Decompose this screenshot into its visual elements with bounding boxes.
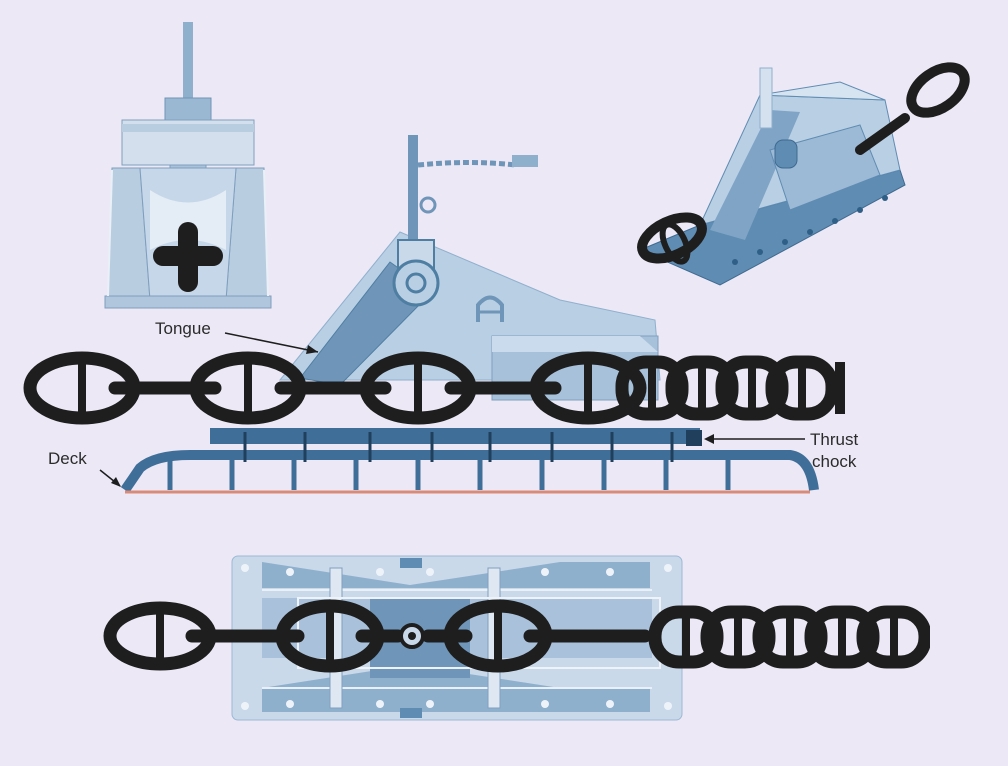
top-view-stopper-icon (103, 555, 950, 721)
thrust-chock-callout: Thrust chock (704, 430, 858, 471)
deck-label: Deck (48, 449, 87, 468)
front-view-stopper-icon (104, 22, 272, 309)
perspective-stopper-icon (637, 62, 970, 286)
thrust-chock-label-line1: Thrust (810, 430, 858, 449)
tongue-label: Tongue (155, 319, 211, 338)
thrust-chock-label-line2: chock (812, 452, 857, 471)
deck-callout: Deck (48, 449, 121, 487)
side-view-stopper-icon (23, 135, 859, 494)
tongue-callout: Tongue (155, 319, 319, 354)
